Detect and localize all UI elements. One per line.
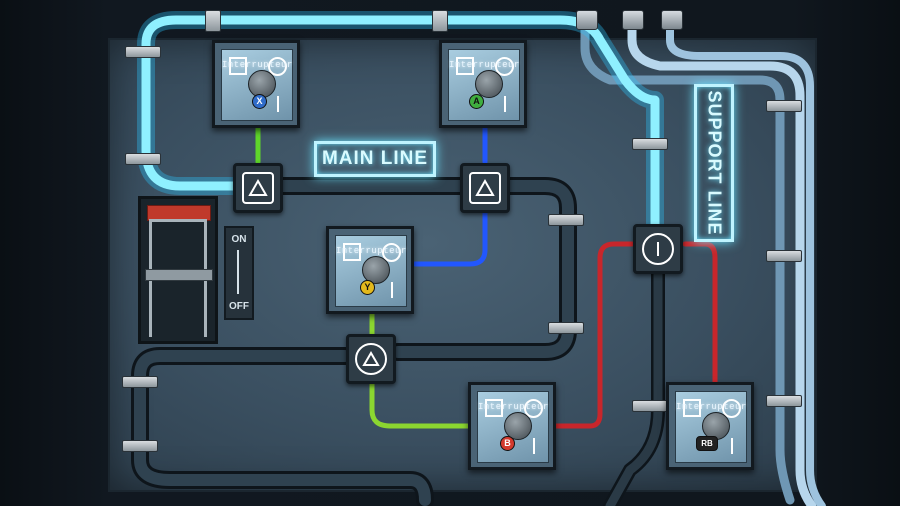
breaker-face: Interrupteur X — [221, 49, 293, 121]
lever-grip[interactable] — [145, 269, 213, 281]
circle-bar-icon — [642, 233, 674, 265]
breaker-knob[interactable] — [475, 70, 503, 98]
pipe-clamp — [548, 322, 584, 334]
support-line-label: SUPPORT LINE — [694, 84, 734, 242]
support-pipe-1 — [580, 15, 795, 505]
breaker-face: Interrupteur Y — [335, 235, 407, 307]
breaker-top-left[interactable]: Interrupteur X — [212, 40, 300, 128]
breaker-knob[interactable] — [702, 412, 730, 440]
breaker-bottom-right[interactable]: Interrupteur RB — [666, 382, 754, 470]
breaker-title: Interrupteur — [222, 60, 293, 70]
circle-icon — [495, 57, 514, 76]
rb-button-badge: RB — [696, 436, 718, 451]
up-down-arrow-icon — [237, 250, 239, 294]
pipe-clamp — [122, 440, 158, 452]
pipe-clamp — [125, 153, 161, 165]
square-icon — [683, 399, 701, 417]
pipe-clamp — [122, 376, 158, 388]
junction-triangle[interactable] — [233, 163, 283, 213]
circled-triangle-icon — [355, 343, 387, 375]
breaker-top-center[interactable]: Interrupteur A — [439, 40, 527, 128]
pipe-cap — [661, 10, 683, 30]
support-pipe-2 — [627, 15, 817, 506]
breaker-knob[interactable] — [248, 70, 276, 98]
breaker-face: Interrupteur RB — [675, 391, 747, 463]
pipe-clamp — [632, 400, 668, 412]
pipe-clamp — [432, 10, 448, 32]
cyan-pipe — [141, 15, 660, 235]
pipe-clamp — [632, 138, 668, 150]
pipe-cap — [576, 10, 598, 30]
breaker-bottom-center[interactable]: Interrupteur B — [468, 382, 556, 470]
on-off-indicator: ON OFF — [224, 226, 254, 320]
off-label: OFF — [229, 301, 249, 312]
pipe-clamp — [125, 46, 161, 58]
breaker-title: Interrupteur — [449, 60, 520, 70]
y-button-badge: Y — [360, 280, 375, 295]
breaker-title: Interrupteur — [478, 402, 549, 412]
junction-triangle-circle[interactable] — [346, 334, 396, 384]
pipe-clamp — [548, 214, 584, 226]
support-line-text: SUPPORT LINE — [704, 90, 725, 236]
breaker-knob[interactable] — [504, 412, 532, 440]
triangle-icon — [242, 172, 274, 204]
circle-icon — [268, 57, 287, 76]
pipe-clamp — [766, 395, 802, 407]
x-button-badge: X — [252, 94, 267, 109]
blue-wire-middle — [412, 209, 488, 267]
red-wire-right — [682, 241, 718, 387]
support-pipe-3 — [666, 16, 826, 506]
bar-icon — [731, 438, 733, 454]
bar-icon — [533, 438, 535, 454]
square-icon — [485, 399, 503, 417]
pipe-clamp — [766, 250, 802, 262]
bar-icon — [391, 282, 393, 298]
breaker-middle[interactable]: Interrupteur Y — [326, 226, 414, 314]
junction-triangle-boxed[interactable] — [460, 163, 510, 213]
breaker-knob[interactable] — [362, 256, 390, 284]
junction-circle-bar[interactable] — [633, 224, 683, 274]
pipe-clamp — [205, 10, 221, 32]
b-button-badge: B — [500, 436, 515, 451]
breaker-title: Interrupteur — [676, 402, 747, 412]
circle-icon — [524, 399, 543, 418]
circle-icon — [382, 243, 401, 262]
main-lever-switch[interactable] — [138, 196, 218, 344]
square-icon — [229, 57, 247, 75]
main-line-label: MAIN LINE — [314, 141, 436, 177]
pipe-clamp — [766, 100, 802, 112]
breaker-face: Interrupteur B — [477, 391, 549, 463]
bar-icon — [504, 96, 506, 112]
boxed-triangle-icon — [469, 172, 501, 204]
dark-pipe-main-top — [261, 177, 577, 361]
pipe-cap — [622, 10, 644, 30]
bar-icon — [277, 96, 279, 112]
a-button-badge: A — [469, 94, 484, 109]
green-wire-bottom — [369, 379, 475, 429]
on-label: ON — [231, 234, 247, 245]
breaker-face: Interrupteur A — [448, 49, 520, 121]
circle-icon — [722, 399, 741, 418]
red-wire-left — [553, 241, 635, 429]
square-icon — [343, 243, 361, 261]
square-icon — [456, 57, 474, 75]
breaker-title: Interrupteur — [336, 246, 407, 256]
